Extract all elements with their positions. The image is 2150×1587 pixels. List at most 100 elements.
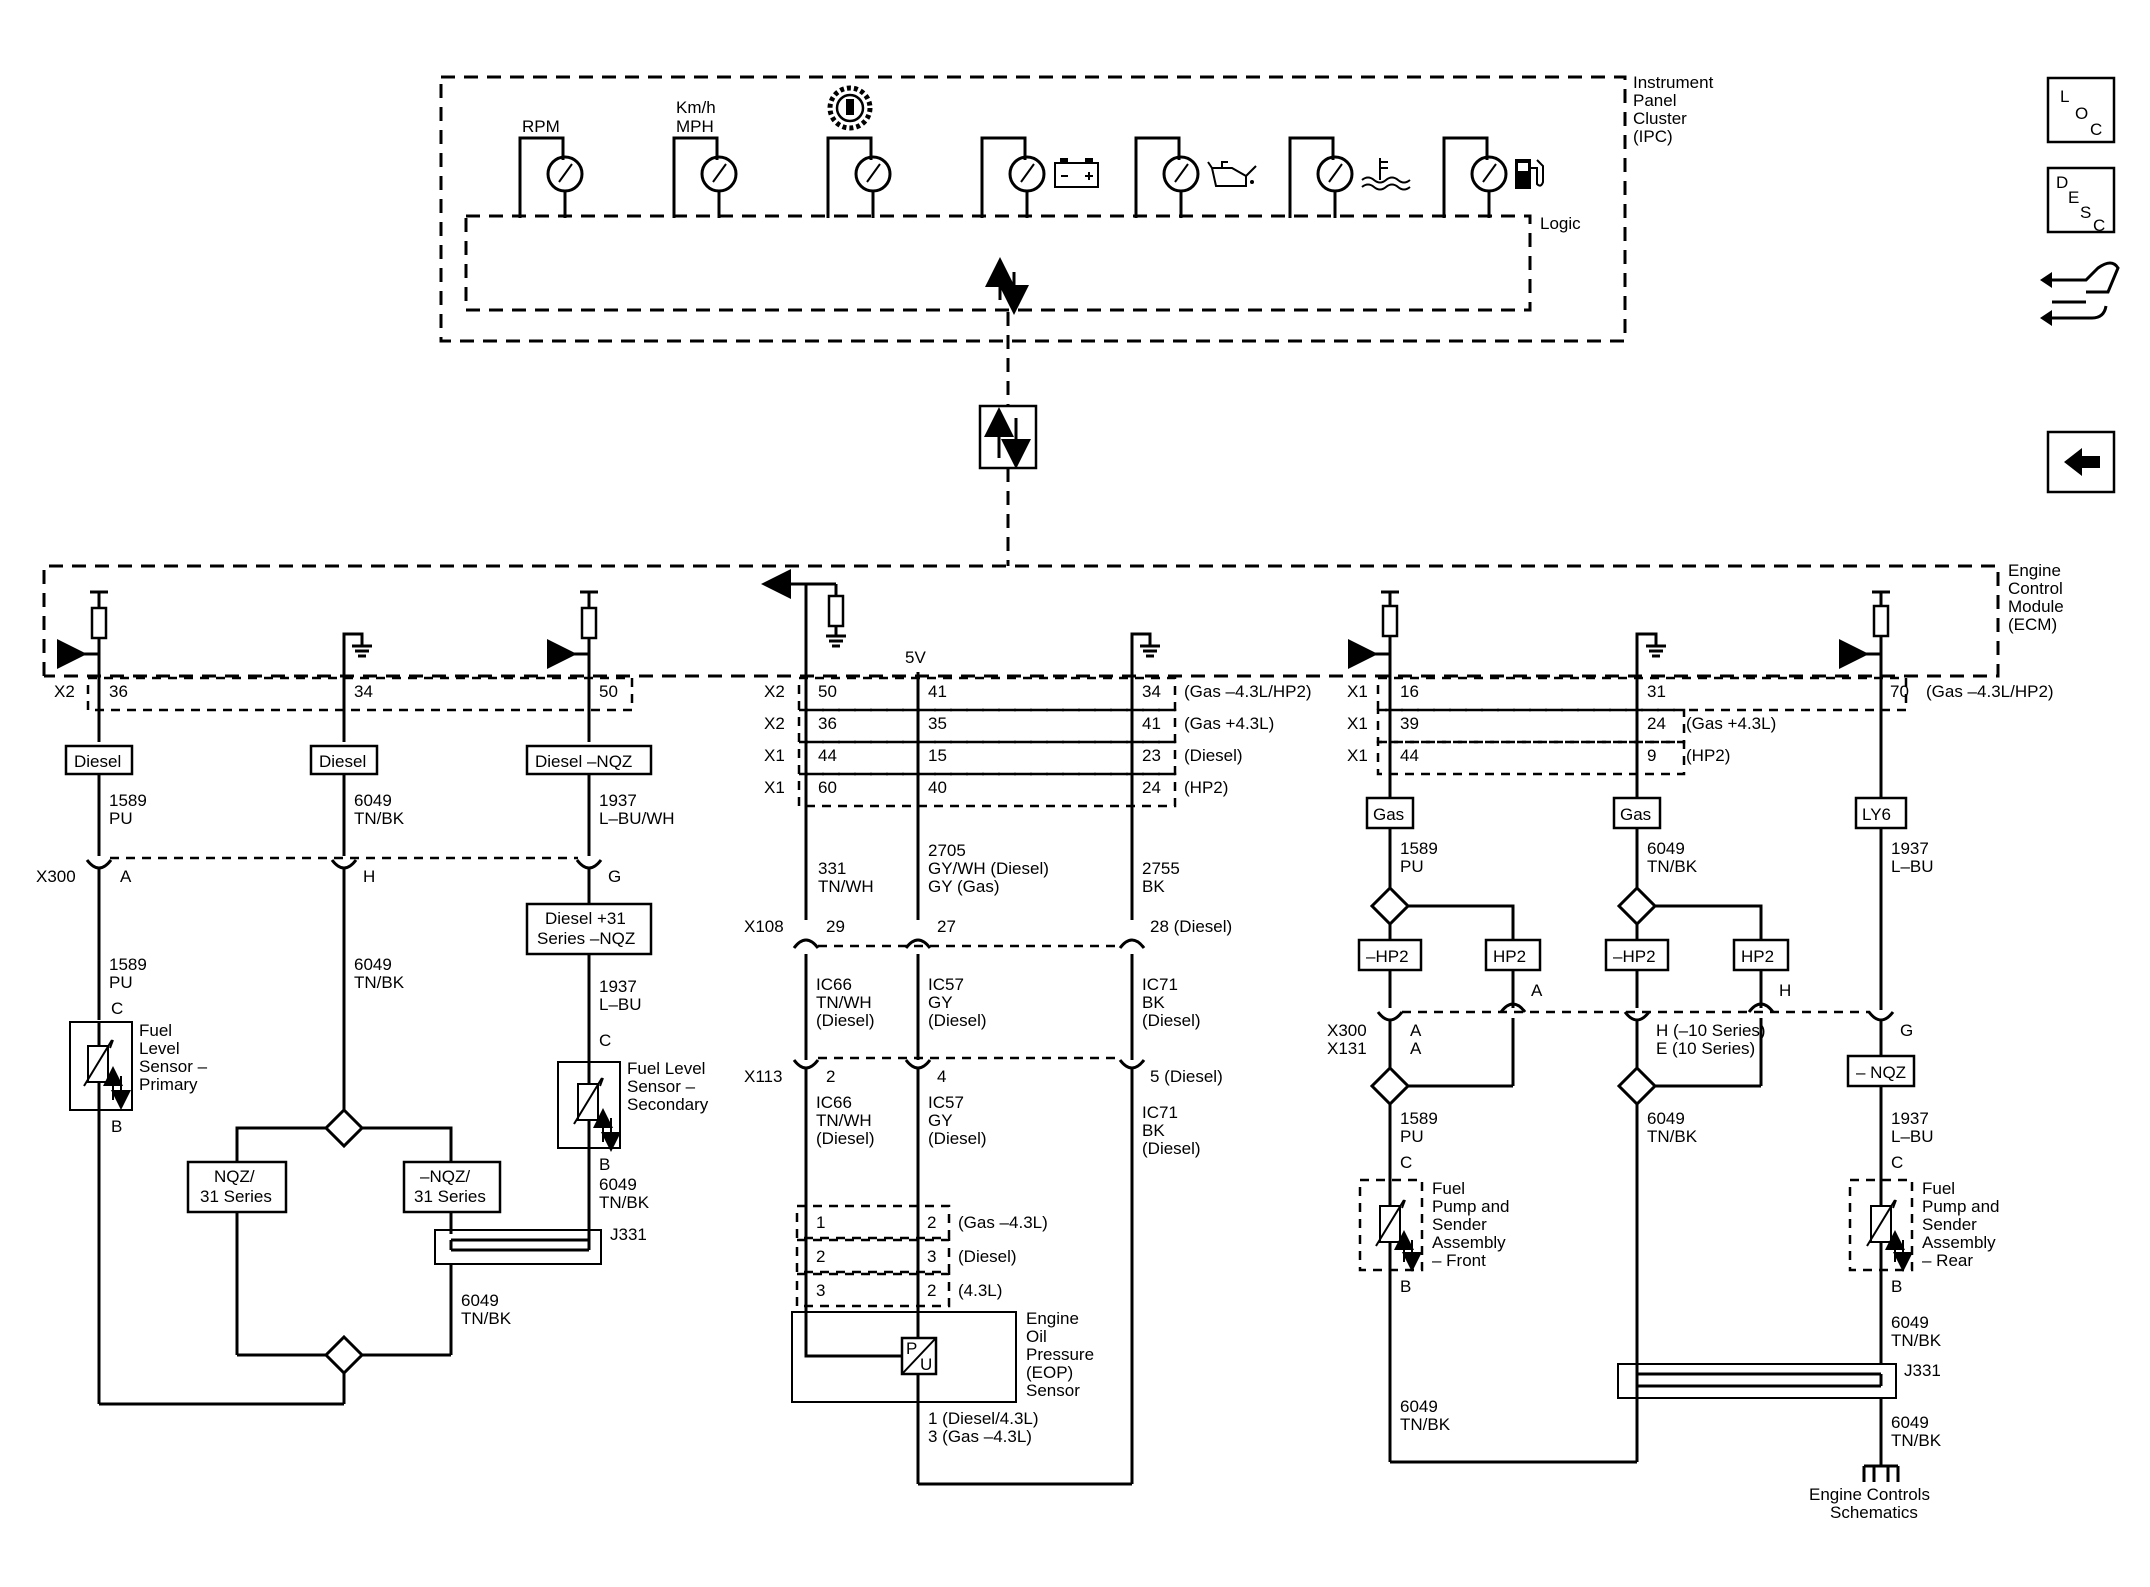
svg-text:70: 70 bbox=[1890, 682, 1909, 701]
svg-text:Control: Control bbox=[2008, 579, 2063, 598]
svg-text:Fuel: Fuel bbox=[139, 1021, 172, 1040]
svg-text:IC66: IC66 bbox=[816, 1093, 852, 1112]
right-ecm-pin-table: X1 16 31 70 (Gas –4.3L/HP2) X1 39 24 (Ga… bbox=[1347, 682, 2054, 765]
desc-button[interactable]: D E S C bbox=[2046, 166, 2116, 235]
connector-hand-icon[interactable] bbox=[2040, 261, 2120, 326]
svg-text:GY: GY bbox=[928, 1111, 953, 1130]
svg-text:31: 31 bbox=[1647, 682, 1666, 701]
svg-text:GY/WH (Diesel): GY/WH (Diesel) bbox=[928, 859, 1049, 878]
svg-text:Instrument: Instrument bbox=[1633, 73, 1714, 92]
svg-text:Pump and: Pump and bbox=[1432, 1197, 1510, 1216]
coolant-temp-icon bbox=[1361, 158, 1411, 191]
svg-text:Sensor –: Sensor – bbox=[139, 1057, 208, 1076]
eop-sensor: P U bbox=[791, 1311, 1017, 1484]
middle-wires-3: IC66 TN/WH (Diesel) IC57 GY (Diesel) IC7… bbox=[816, 1093, 1201, 1158]
svg-text:X2: X2 bbox=[764, 682, 785, 701]
engine-controls-schematics-link[interactable]: Engine Controls bbox=[1809, 1485, 1930, 1504]
svg-text:Secondary: Secondary bbox=[627, 1095, 709, 1114]
svg-text:1937: 1937 bbox=[599, 977, 637, 996]
svg-text:6049: 6049 bbox=[461, 1291, 499, 1310]
svg-text:1937: 1937 bbox=[1891, 1109, 1929, 1128]
eop-symbol-u: U bbox=[920, 1355, 932, 1374]
svg-text:E (10 Series): E (10 Series) bbox=[1656, 1039, 1755, 1058]
svg-text:NQZ/: NQZ/ bbox=[214, 1167, 255, 1186]
back-arrow-icon[interactable] bbox=[2046, 430, 2116, 494]
svg-text:3: 3 bbox=[816, 1281, 825, 1300]
svg-text:C: C bbox=[2093, 216, 2105, 235]
svg-text:A: A bbox=[1410, 1021, 1422, 1040]
svg-text:TN/BK: TN/BK bbox=[1891, 1331, 1942, 1350]
pullup-resistor-a bbox=[57, 590, 108, 669]
svg-text:4: 4 bbox=[937, 1067, 946, 1086]
svg-text:(Diesel): (Diesel) bbox=[928, 1129, 987, 1148]
svg-text:IC71: IC71 bbox=[1142, 975, 1178, 994]
left-j331-label: J331 bbox=[610, 1225, 647, 1244]
svg-text:Engine: Engine bbox=[1026, 1309, 1079, 1328]
right-fuel-pump-circuit: X1 16 31 70 (Gas –4.3L/HP2) X1 39 24 (Ga… bbox=[1327, 590, 2054, 1522]
ground-b bbox=[342, 632, 372, 700]
svg-text:C: C bbox=[1400, 1153, 1412, 1172]
svg-text:– Front: – Front bbox=[1432, 1251, 1486, 1270]
svg-text:HP2: HP2 bbox=[1741, 947, 1774, 966]
svg-text:2: 2 bbox=[816, 1247, 825, 1266]
svg-text:40: 40 bbox=[928, 778, 947, 797]
svg-text:(HP2): (HP2) bbox=[1686, 746, 1730, 765]
battery-icon bbox=[1054, 158, 1099, 188]
svg-text:Module: Module bbox=[2008, 597, 2064, 616]
ecm-module: Engine Control Module (ECM) bbox=[42, 561, 2064, 678]
svg-text:Diesel: Diesel bbox=[74, 752, 121, 771]
svg-text:Assembly: Assembly bbox=[1922, 1233, 1996, 1252]
svg-text:TN/WH: TN/WH bbox=[818, 877, 874, 896]
svg-text:L–BU: L–BU bbox=[1891, 857, 1934, 876]
svg-text:X131: X131 bbox=[1327, 1039, 1367, 1058]
gauge-oil-pressure bbox=[1134, 136, 1257, 218]
eop-connector-table: 1 2 (Gas –4.3L) 2 3 (Diesel) 3 2 (4.3L) bbox=[816, 1213, 1048, 1300]
svg-text:L–BU: L–BU bbox=[599, 995, 642, 1014]
svg-text:IC71: IC71 bbox=[1142, 1103, 1178, 1122]
svg-text:15: 15 bbox=[928, 746, 947, 765]
ipc-comm-arrows-icon bbox=[985, 257, 1029, 315]
svg-text:2: 2 bbox=[826, 1067, 835, 1086]
ipc-title: Instrument Panel Cluster (IPC) bbox=[1633, 73, 1714, 146]
engine-controls-schematics-link-line2[interactable]: Schematics bbox=[1830, 1503, 1918, 1522]
svg-text:31 Series: 31 Series bbox=[414, 1187, 486, 1206]
svg-text:34: 34 bbox=[354, 682, 373, 701]
svg-text:L–BU: L–BU bbox=[1891, 1127, 1934, 1146]
svg-text:1: 1 bbox=[816, 1213, 825, 1232]
pullup-resistor-rear bbox=[1839, 590, 1890, 669]
svg-text:PU: PU bbox=[1400, 857, 1424, 876]
svg-text:(Diesel): (Diesel) bbox=[816, 1129, 875, 1148]
svg-text:C: C bbox=[599, 1031, 611, 1050]
svg-text:B: B bbox=[111, 1117, 122, 1136]
svg-text:Engine: Engine bbox=[2008, 561, 2061, 580]
svg-text:6049: 6049 bbox=[354, 955, 392, 974]
fuel-pump-sender-front-label: Fuel Pump and Sender Assembly – Front bbox=[1432, 1179, 1510, 1270]
option-box-not-hp2-a bbox=[1357, 938, 1423, 972]
svg-text:TN/BK: TN/BK bbox=[1647, 1127, 1698, 1146]
svg-text:6049: 6049 bbox=[1891, 1413, 1929, 1432]
splice-bottom bbox=[323, 1334, 365, 1376]
splice-front-top bbox=[1369, 885, 1411, 927]
svg-text:–NQZ/: –NQZ/ bbox=[420, 1167, 470, 1186]
ipc-logic-box bbox=[464, 214, 1532, 312]
engine-controls-ground-connector bbox=[1862, 1464, 1900, 1482]
fuel-level-sensor-primary bbox=[69, 1021, 133, 1111]
svg-text:PU: PU bbox=[109, 973, 133, 992]
svg-text:G: G bbox=[608, 867, 621, 886]
fuel-pump-icon bbox=[1515, 159, 1544, 189]
fuel-level-sensor-secondary bbox=[557, 1061, 621, 1152]
option-box-not-nqz bbox=[1846, 1054, 1916, 1088]
svg-text:Sensor: Sensor bbox=[1026, 1381, 1080, 1400]
svg-text:BK: BK bbox=[1142, 993, 1165, 1012]
svg-text:TN/BK: TN/BK bbox=[354, 973, 405, 992]
loc-button[interactable]: L O C bbox=[2046, 76, 2116, 144]
svg-text:Sender: Sender bbox=[1922, 1215, 1977, 1234]
middle-wires-1: 331 TN/WH 2705 GY/WH (Diesel) GY (Gas) 2… bbox=[818, 841, 1180, 896]
gauge-coolant-temp bbox=[1288, 136, 1411, 218]
left-x2-label: X2 bbox=[54, 682, 75, 701]
svg-text:36: 36 bbox=[818, 714, 837, 733]
svg-text:Diesel: Diesel bbox=[319, 752, 366, 771]
svg-text:Gas: Gas bbox=[1373, 805, 1404, 824]
svg-text:1589: 1589 bbox=[109, 955, 147, 974]
